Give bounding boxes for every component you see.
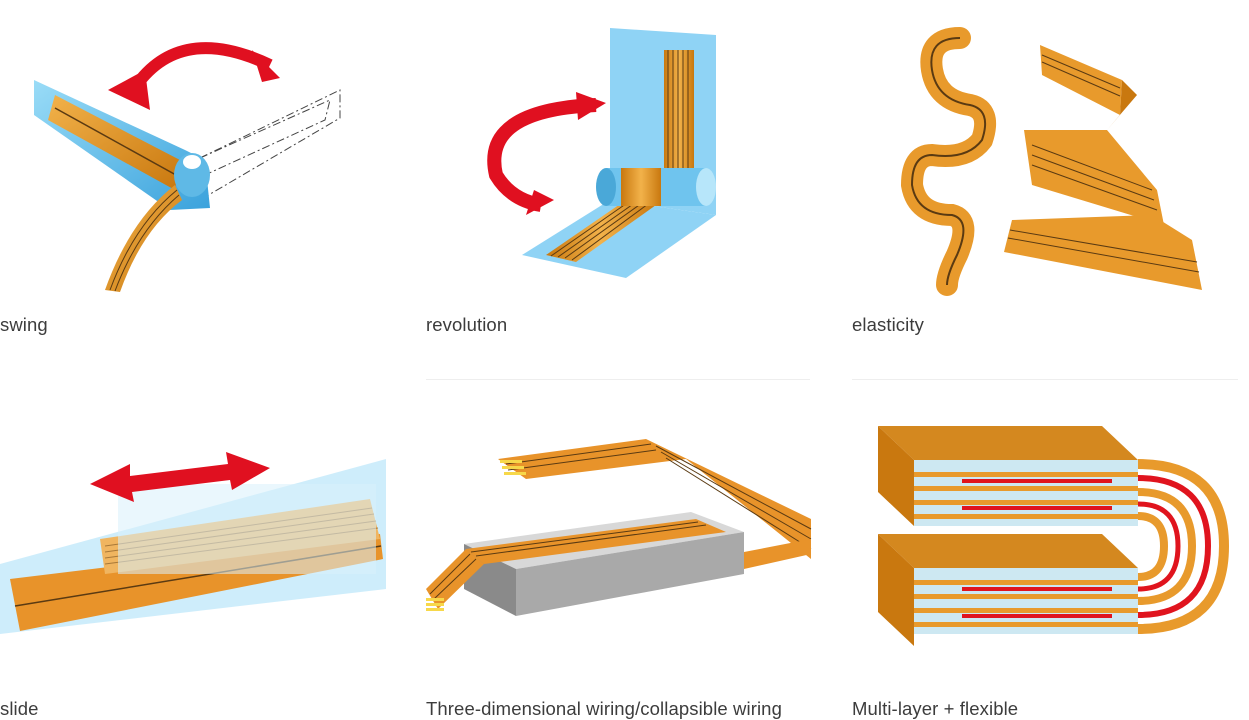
caption-swing: swing (0, 314, 48, 335)
caption-revolution: revolution (426, 314, 508, 335)
caption-multilayer-flex: Multi-layer + flexible (852, 698, 1019, 719)
slide-illustration (0, 384, 386, 684)
caption-slide: slide (0, 698, 39, 719)
elasticity-illustration (852, 0, 1238, 300)
3d-wiring-illustration (426, 384, 812, 684)
caption-3d-wiring: Three-dimensional wiring/collapsible wir… (426, 698, 782, 719)
multilayer-flex-illustration (852, 384, 1238, 684)
swing-illustration (0, 0, 386, 300)
divider (852, 379, 1238, 380)
divider (426, 379, 810, 380)
revolution-illustration (426, 0, 812, 300)
caption-elasticity: elasticity (852, 314, 924, 335)
